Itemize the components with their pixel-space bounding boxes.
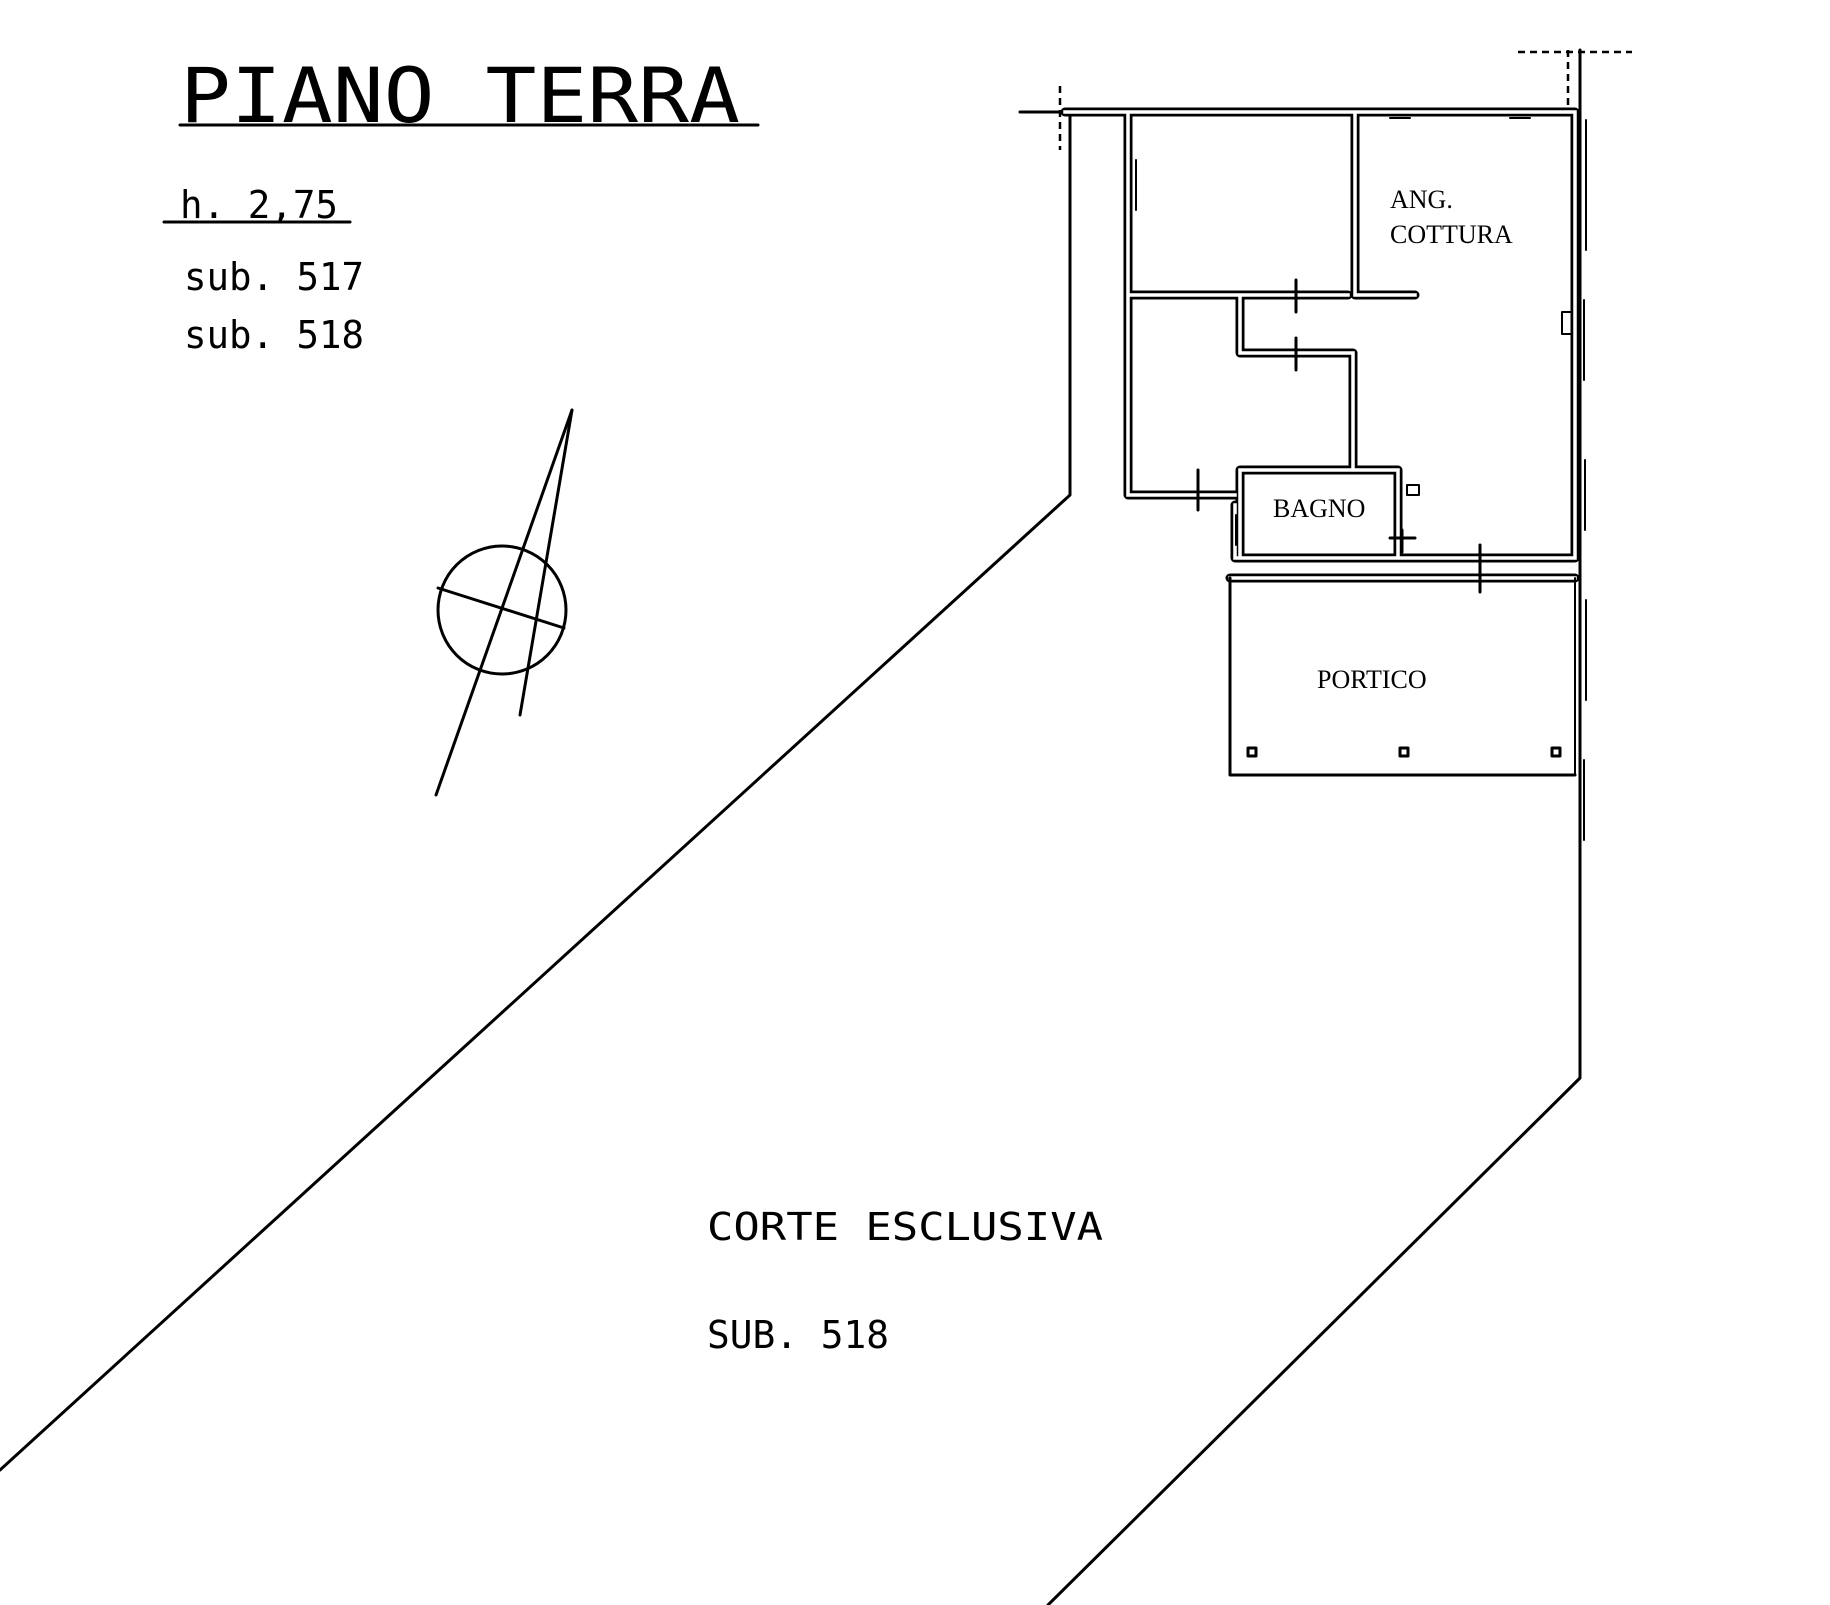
courtyard-label: CORTE ESCLUSIVA <box>707 1205 1103 1249</box>
sub-label-518: sub. 518 <box>184 313 364 357</box>
plan-title: PIANO TERRA <box>180 51 740 140</box>
room-label-angolo-cottura: ANG. <box>1390 185 1453 214</box>
courtyard-sub-label: SUB. 518 <box>707 1313 889 1357</box>
building-walls <box>1060 107 1587 841</box>
north-arrow-icon <box>434 408 574 797</box>
room-label-bagno: BAGNO <box>1273 494 1365 523</box>
room-label-angolo-cottura-line2: COTTURA <box>1390 220 1513 249</box>
room-label-portico: PORTICO <box>1317 665 1427 694</box>
height-label: h. 2,75 <box>180 183 338 227</box>
sub-label-517: sub. 517 <box>184 255 364 299</box>
